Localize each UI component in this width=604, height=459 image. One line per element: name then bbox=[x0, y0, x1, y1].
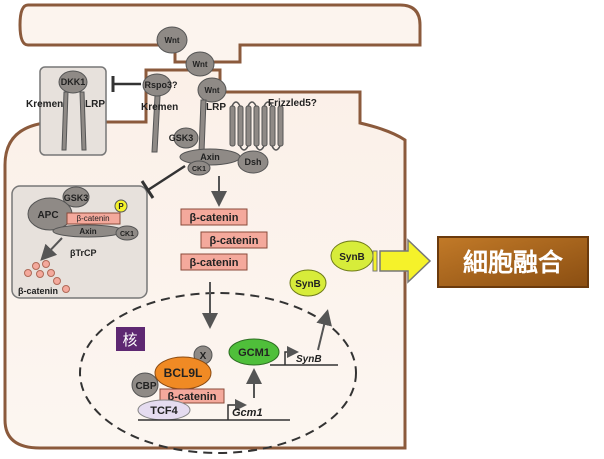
wnt-ligand-bound bbox=[197, 77, 227, 103]
beta-catenin-stable-3-label: β-catenin bbox=[190, 257, 239, 269]
nucleus-label-box bbox=[116, 327, 145, 351]
degraded-beta-catenin-label: β-catenin bbox=[18, 286, 58, 296]
kremen-mid-receptor bbox=[151, 95, 161, 153]
gcm1-protein-label: GCM1 bbox=[238, 347, 270, 359]
degradation-arrow bbox=[40, 237, 63, 261]
gsk3-membrane bbox=[173, 127, 199, 149]
frizzled5-label: Frizzled5? bbox=[268, 98, 317, 109]
phosphate-label: P bbox=[118, 202, 124, 211]
wnt-ligand-top bbox=[156, 26, 188, 54]
kremen-mid-label: Kremen bbox=[141, 102, 178, 113]
wnt-ligand-mid bbox=[185, 51, 215, 77]
synb-gene-label: SynB bbox=[296, 354, 322, 365]
dkk1 bbox=[58, 70, 88, 94]
kremen-left-receptor bbox=[61, 91, 69, 151]
btrcp-label: βTrCP bbox=[70, 248, 97, 258]
dkk1-label: DKK1 bbox=[61, 77, 86, 87]
degraded-fragments bbox=[24, 260, 70, 293]
beta-catenin-nuclear-label: β-catenin bbox=[168, 391, 217, 403]
upper-cell bbox=[18, 3, 422, 64]
frizzled5-receptor bbox=[229, 105, 284, 147]
fusion-arrow-bar bbox=[372, 250, 378, 272]
tcf4-label: TCF4 bbox=[150, 405, 178, 417]
phosphate bbox=[114, 199, 128, 213]
beta-catenin-stable-1-label: β-catenin bbox=[190, 212, 239, 224]
gcm1-promoter-arrow bbox=[227, 399, 247, 420]
synb-expression-arrow bbox=[316, 309, 332, 351]
cell-fusion-label: 細胞融合 bbox=[463, 248, 564, 277]
gcm1-protein bbox=[228, 338, 280, 366]
rspo3-label: Rspo3? bbox=[144, 80, 177, 90]
gsk3-destruction bbox=[62, 186, 90, 208]
cbp bbox=[131, 372, 159, 398]
wnt-mid-label: Wnt bbox=[192, 60, 207, 69]
synb-protein-lower bbox=[289, 269, 327, 297]
beta-catenin-stable-3 bbox=[180, 253, 248, 271]
beta-catenin-stable-2-label: β-catenin bbox=[210, 235, 259, 247]
beta-catenin-stable-1 bbox=[180, 208, 248, 226]
wnt-top-label: Wnt bbox=[164, 36, 179, 45]
inhibit-destruction-bar bbox=[140, 180, 155, 199]
fusion-arrow bbox=[379, 238, 432, 284]
axin-membrane-label: Axin bbox=[200, 152, 220, 162]
apc-label: APC bbox=[37, 210, 58, 221]
ck1-destruction bbox=[115, 225, 139, 241]
gsk3-membrane-label: GSK3 bbox=[169, 133, 194, 143]
ck1-membrane-label: CK1 bbox=[192, 166, 206, 173]
lrp-left-label: LRP bbox=[85, 99, 105, 110]
beta-catenin-stable-2 bbox=[200, 231, 268, 249]
lrp-left-receptor bbox=[79, 91, 87, 151]
beta-catenin-destruction-label: β-catenin bbox=[76, 214, 109, 223]
endocytosis-box bbox=[39, 66, 107, 156]
bcl9l-label: BCL9L bbox=[164, 366, 203, 380]
dsh bbox=[237, 150, 269, 174]
factor-x-label: X bbox=[200, 351, 207, 362]
gcm1-gene-label: Gcm1 bbox=[232, 407, 263, 419]
cell-fusion-box bbox=[437, 236, 589, 288]
ck1-membrane bbox=[187, 160, 211, 176]
beta-catenin-nuclear bbox=[159, 388, 225, 404]
lrp-right-label: LRP bbox=[206, 102, 226, 113]
synb-upper-label: SynB bbox=[339, 252, 365, 263]
gsk3-destruction-label: GSK3 bbox=[64, 193, 89, 203]
wnt-bound-label: Wnt bbox=[204, 86, 219, 95]
cbp-label: CBP bbox=[135, 381, 156, 392]
ck1-destruction-label: CK1 bbox=[120, 231, 134, 238]
beta-catenin-destruction bbox=[66, 212, 121, 225]
synb-promoter-arrow bbox=[284, 346, 299, 365]
synb-lower-label: SynB bbox=[295, 279, 321, 290]
frizzled-loops bbox=[231, 101, 281, 151]
axin-destruction-label: Axin bbox=[79, 227, 96, 236]
nucleus-label: 核 bbox=[122, 332, 137, 349]
dsh-label: Dsh bbox=[244, 157, 261, 167]
nucleus-envelope bbox=[79, 292, 357, 454]
inhibit-destruction-line bbox=[147, 164, 186, 192]
kremen-left-label: Kremen bbox=[26, 99, 63, 110]
